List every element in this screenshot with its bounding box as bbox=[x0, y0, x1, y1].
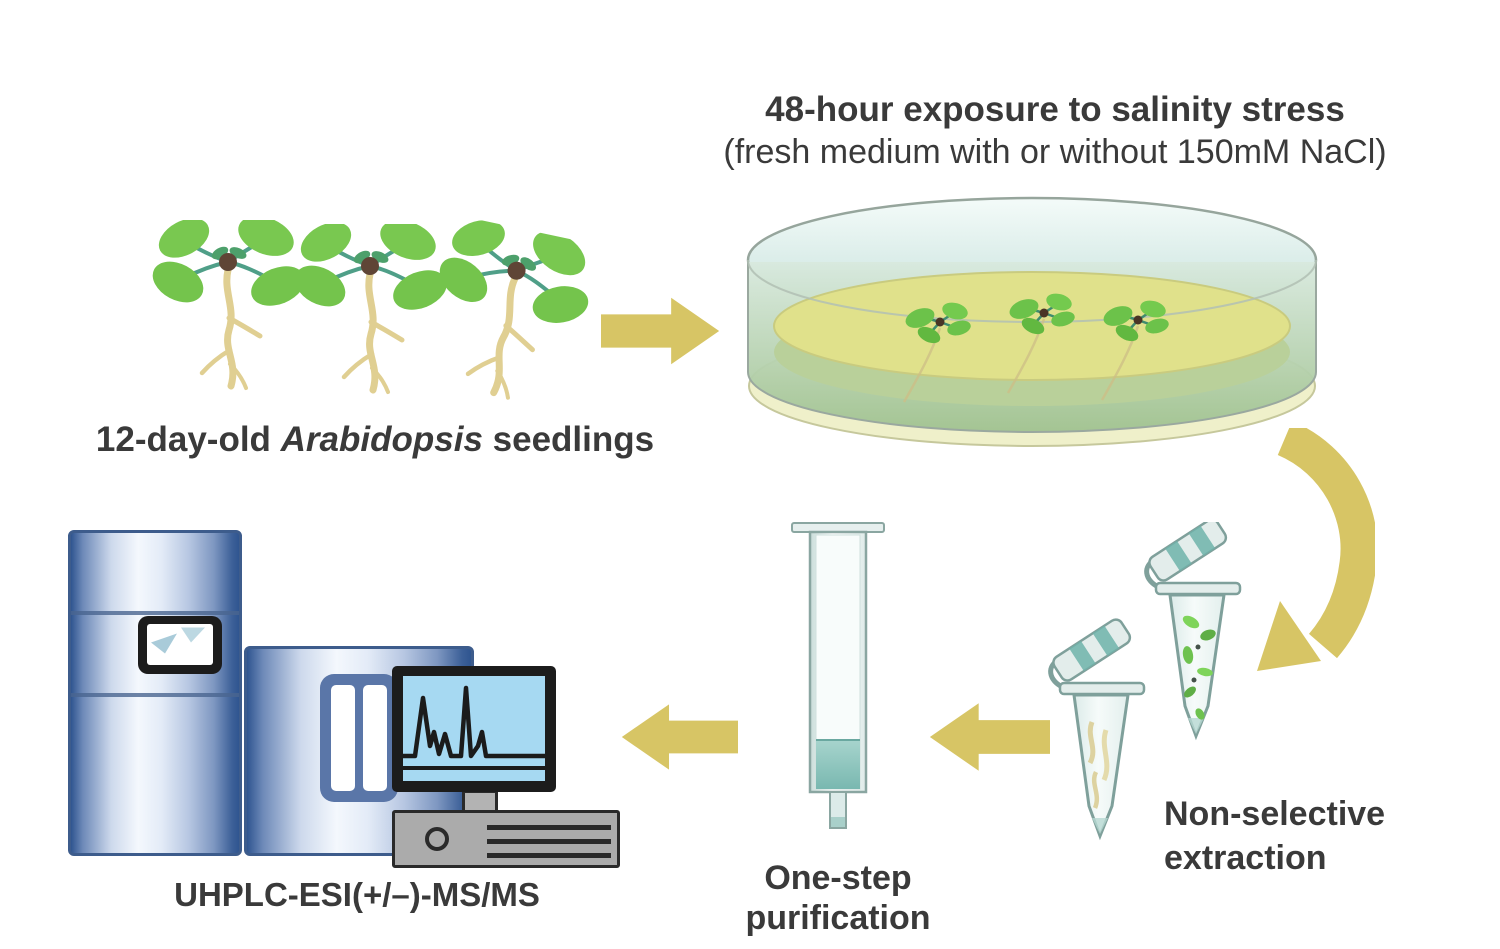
instrument-label: UHPLC-ESI(+/–)-MS/MS bbox=[174, 876, 540, 913]
extraction-label-line1: Non-selective bbox=[1164, 795, 1386, 833]
arrow-right-icon bbox=[601, 297, 720, 365]
seedlings-label-suffix: seedlings bbox=[482, 420, 655, 459]
extraction-tubes-illustration bbox=[1048, 522, 1242, 841]
seedlings-label: 12-day-old Arabidopsis seedlings bbox=[50, 420, 700, 460]
purification-label: One-step purification bbox=[688, 858, 988, 938]
ms-tall-module bbox=[68, 530, 242, 856]
seedling-illustration-1 bbox=[150, 220, 310, 405]
tube-green bbox=[1144, 522, 1242, 741]
lc-column-panel bbox=[320, 674, 398, 802]
lc-column-bar bbox=[363, 685, 387, 791]
sorbent-bed bbox=[816, 740, 860, 789]
lc-column-bar bbox=[331, 685, 355, 791]
title-line1: 48-hour exposure to salinity stress bbox=[765, 90, 1345, 129]
seedlings-label-species: Arabidopsis bbox=[280, 420, 483, 459]
vent-line bbox=[487, 839, 611, 844]
computer-monitor bbox=[392, 666, 556, 792]
chromatogram-screen bbox=[403, 676, 545, 781]
seedlings-label-prefix: 12-day-old bbox=[95, 420, 281, 459]
pale-extract bbox=[1087, 721, 1110, 809]
uhplc-ms-instrument bbox=[66, 526, 626, 872]
tube-pale bbox=[1048, 618, 1146, 841]
arrow-curved-down-icon bbox=[1257, 428, 1375, 671]
arrow-left-column-icon bbox=[621, 704, 738, 770]
extraction-label-line2: extraction bbox=[1164, 839, 1327, 877]
module-seam bbox=[71, 693, 239, 697]
petri-dish-illustration bbox=[746, 196, 1318, 447]
green-extract bbox=[1182, 615, 1216, 720]
computer-tower bbox=[392, 810, 620, 868]
module-seam bbox=[71, 611, 239, 615]
extraction-label: Non-selective extraction bbox=[1164, 792, 1484, 880]
vent-line bbox=[487, 825, 611, 830]
ion-source-window bbox=[138, 616, 222, 674]
purification-label-line2: purification bbox=[745, 899, 931, 937]
vent-line bbox=[487, 853, 611, 858]
ion-source-screen bbox=[147, 624, 213, 665]
purification-label-line1: One-step bbox=[764, 859, 912, 897]
power-button-icon bbox=[425, 827, 449, 851]
arrow-left-tubes-icon bbox=[929, 703, 1050, 771]
title-line2: (fresh medium with or without 150mM NaCl… bbox=[723, 133, 1387, 171]
purification-column-illustration bbox=[791, 522, 885, 829]
salinity-stress-title: 48-hour exposure to salinity stress (fre… bbox=[620, 88, 1490, 172]
